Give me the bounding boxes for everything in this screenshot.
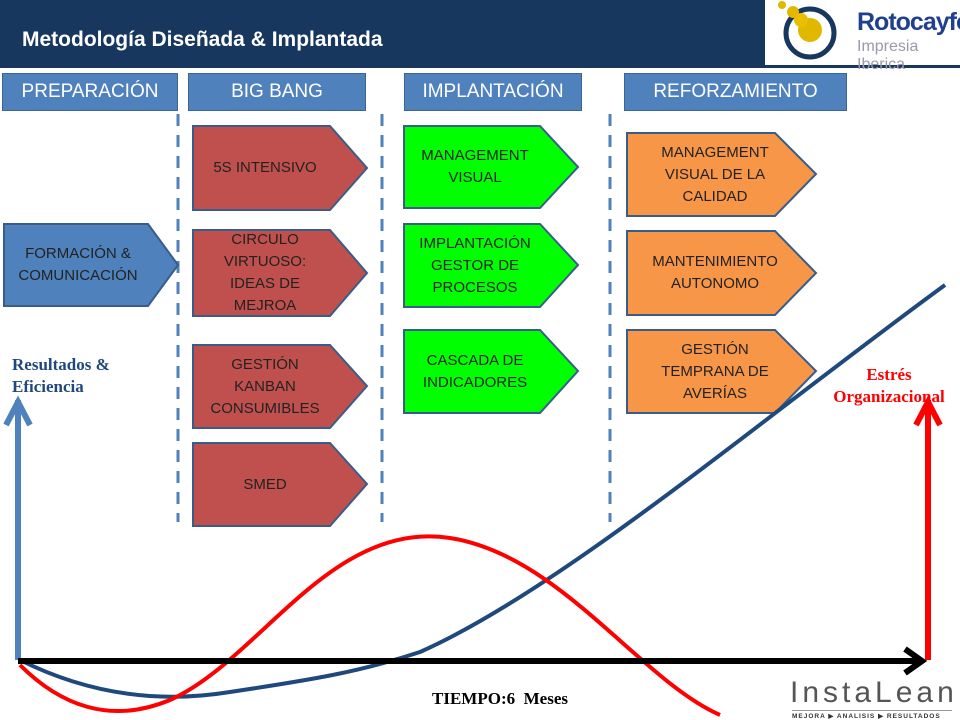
chevron-mantenimiento	[626, 230, 818, 316]
chevron-formacion	[3, 223, 180, 307]
phase-big-bang: BIG BANG	[188, 73, 366, 111]
stress-curve	[18, 534, 721, 717]
chevron-circulo	[192, 229, 369, 317]
chevron-indicadores	[403, 329, 580, 414]
label-5s: 5S INTENSIVO	[213, 159, 317, 176]
page-title: Metodología Diseñada & Implantada	[22, 28, 383, 51]
arrow-up-icon	[913, 395, 943, 427]
arrow-up-icon	[3, 395, 33, 427]
chevron-management-visual	[403, 125, 580, 209]
label-gestor-procesos: IMPLANTACIÓN GESTOR DE PROCESOS	[419, 234, 531, 296]
label-formacion: FORMACIÓN & COMUNICACIÓN	[18, 245, 138, 284]
label-averias: GESTIÓN TEMPRANA DE AVERÍAS	[661, 340, 769, 402]
label-calidad: MANAGEMENT VISUAL DE LA CALIDAD	[661, 143, 769, 205]
chevron-calidad	[626, 132, 818, 217]
chevron-smed	[192, 442, 369, 527]
chevron-averias	[626, 329, 818, 414]
label-indicadores: CASCADA DE INDICADORES	[422, 351, 528, 391]
title-bar	[0, 0, 765, 68]
instalean-logo: InstaLean	[790, 676, 958, 709]
label-circulo: CIRCULO VIRTUOSO: IDEAS DE MEJROA	[223, 231, 307, 314]
results-label: Resultados & Eficiencia	[12, 355, 110, 396]
label-smed: SMED	[243, 475, 287, 493]
phase-preparacion: PREPARACIÓN	[2, 73, 178, 111]
stress-label: Estrés Organizacional	[833, 365, 945, 406]
arrow-right-icon	[903, 646, 928, 676]
label-mantenimiento: MANTENIMIENTO AUTONOMO	[652, 253, 778, 292]
phase-reforzamiento: REFORZAMIENTO	[624, 73, 847, 111]
logo-subtitle: Impresia Iberica	[857, 38, 919, 73]
instalean-tagline: MEJORA ▶ ANALISIS ▶ RESULTADOS	[792, 710, 952, 720]
logo-name: Rotocayfo	[857, 8, 960, 36]
chevron-kanban	[192, 344, 369, 429]
results-curve	[19, 283, 947, 699]
phase-implantacion: IMPLANTACIÓN	[404, 73, 582, 111]
label-management-visual: MANAGEMENT VISUAL	[421, 147, 529, 186]
label-kanban: GESTIÓN KANBAN CONSUMIBLES	[210, 355, 320, 417]
chevron-5s	[192, 125, 369, 211]
chevron-gestor-procesos	[403, 223, 580, 308]
logo-icon	[778, 1, 837, 60]
rotocayfo-logo: Rotocayfo Impresia Iberica	[765, 0, 960, 73]
time-label: TIEMPO:6 Meses	[432, 689, 568, 708]
